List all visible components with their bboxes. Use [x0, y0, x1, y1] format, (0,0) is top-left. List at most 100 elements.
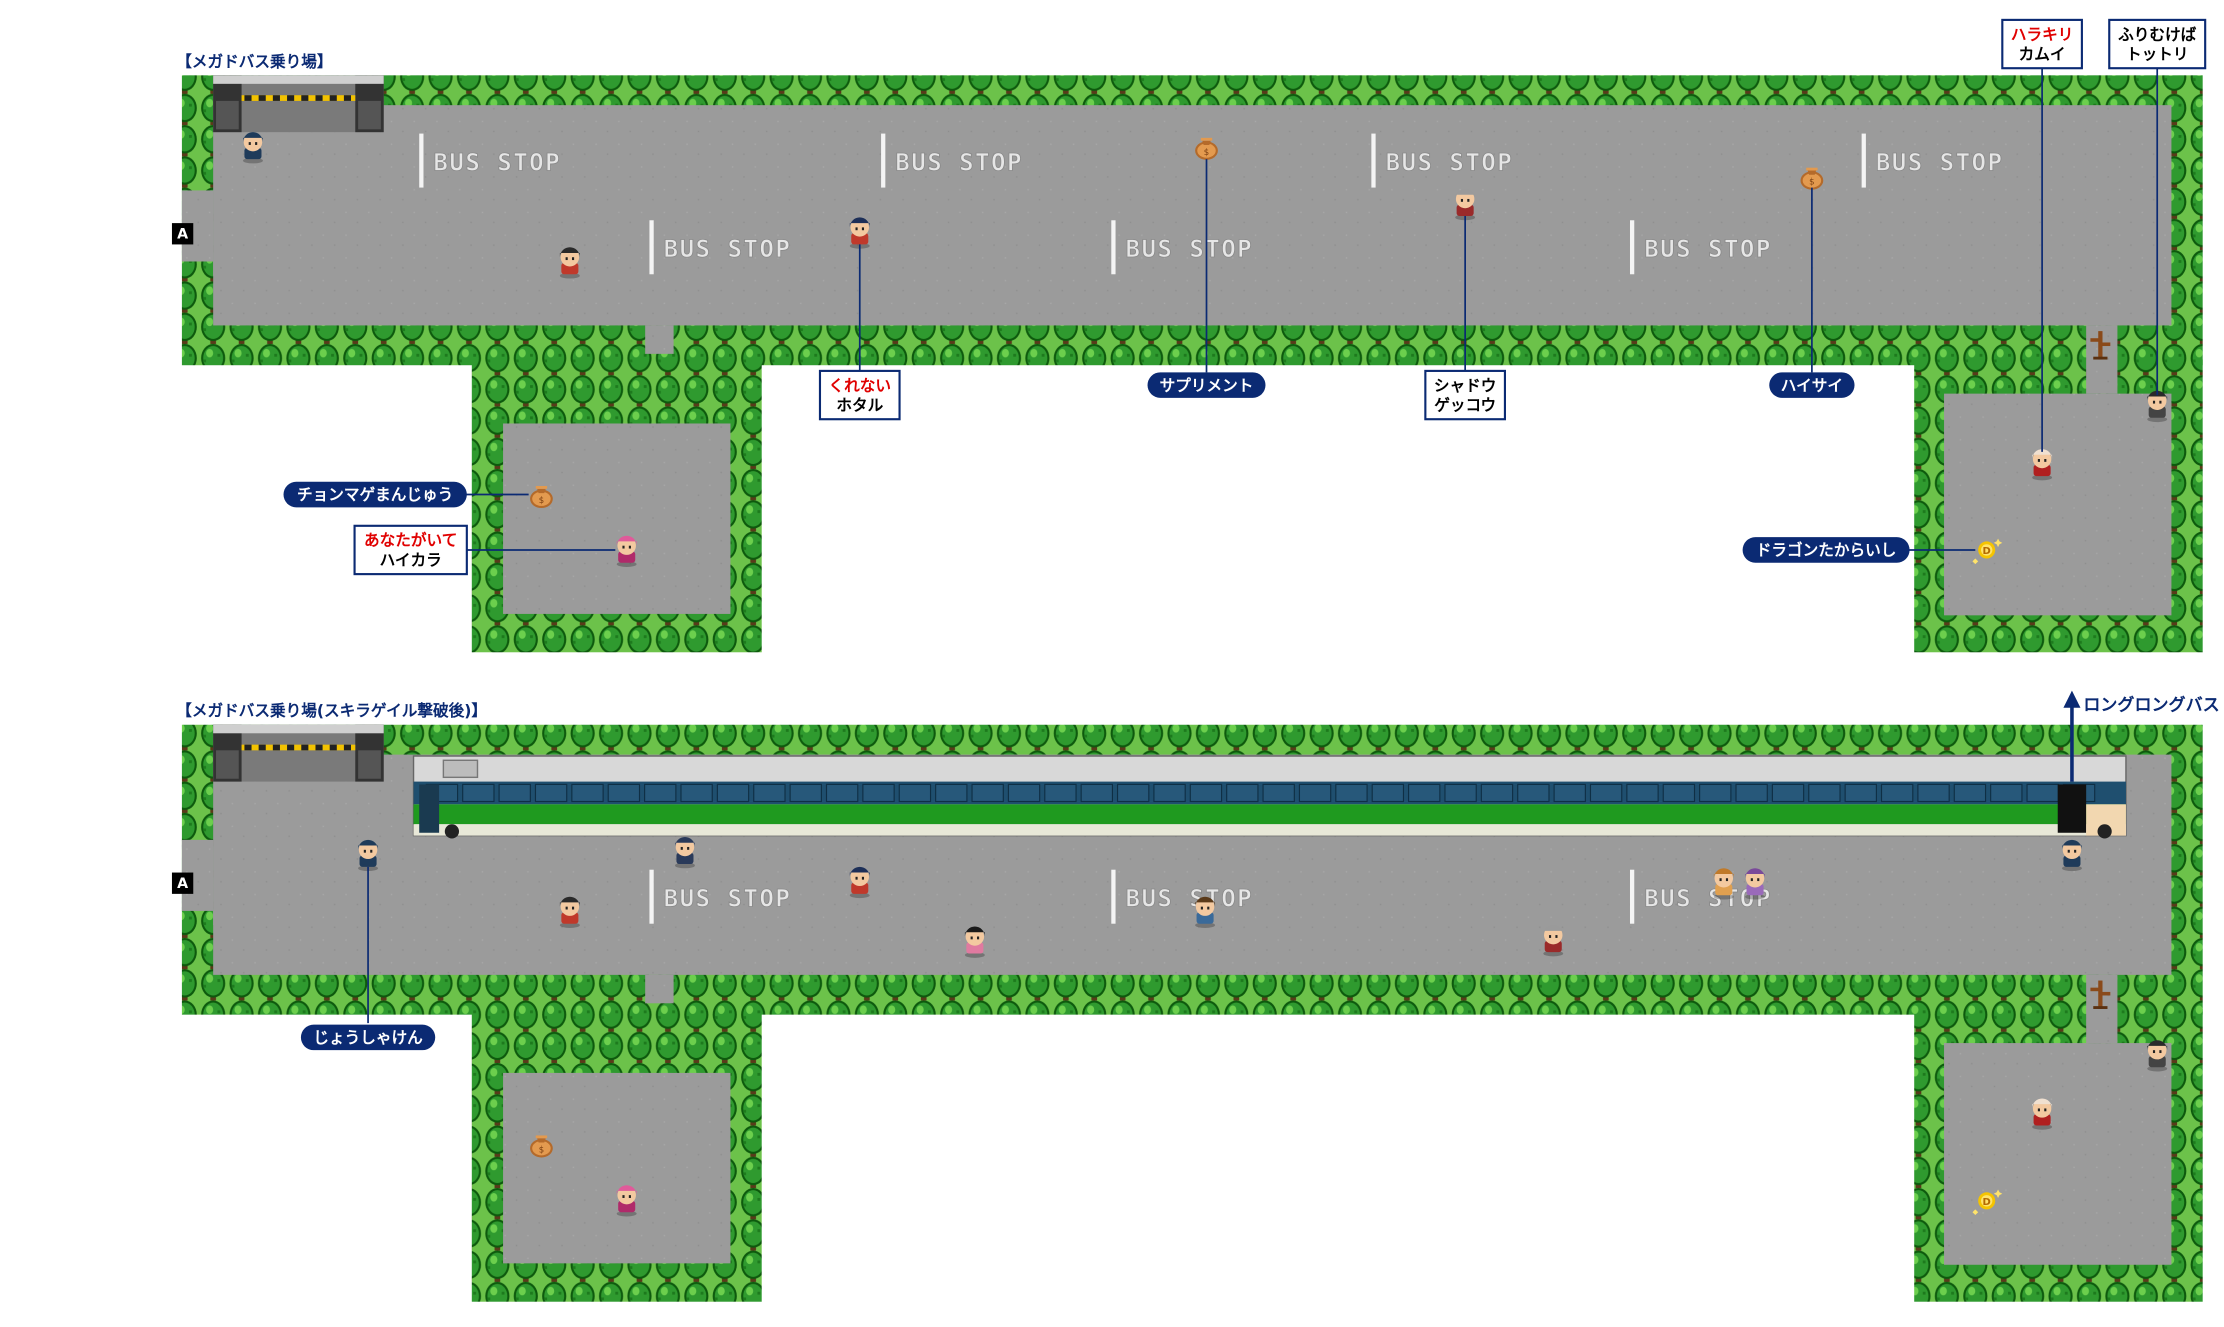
bus-window: [1880, 783, 1914, 803]
bus-window: [1626, 783, 1659, 803]
sprite-eye: [1460, 198, 1464, 202]
npc-sprite-icon[interactable]: [559, 896, 580, 928]
sprite-hair: [559, 896, 580, 907]
bus-stop-label: BUS STOP: [433, 149, 561, 177]
sprite-hair: [2032, 449, 2053, 460]
bus-stop-marking-bar: [649, 220, 654, 275]
npc-sprite-icon[interactable]: [964, 926, 985, 958]
sprite-eye: [1725, 878, 1729, 882]
bus-stop-marking-bar: [1629, 220, 1635, 275]
bus-stop-label: BUS STOP: [664, 235, 792, 263]
sprite-shadow: [243, 157, 263, 164]
sprite-eye: [363, 849, 366, 853]
callout-tottori-box: [2108, 18, 2207, 70]
sprite-eye: [2152, 1050, 2156, 1054]
npc-sprite-icon[interactable]: [616, 1185, 637, 1217]
bus-window: [1298, 783, 1332, 803]
npc-sprite-icon[interactable]: [1455, 189, 1476, 221]
sprite-shadow: [1543, 950, 1564, 957]
bus-window: [1553, 783, 1586, 803]
callout-dragon-text: ドラゴンたからいし: [1756, 541, 1897, 560]
sprite-eye: [1719, 878, 1722, 882]
bus-window: [644, 783, 677, 803]
npc-sprite-icon[interactable]: [358, 839, 379, 872]
sprite-eye: [2037, 459, 2040, 462]
callout-tottori-text: トットリ: [2126, 45, 2189, 64]
npc-sprite-icon[interactable]: [2147, 1040, 2168, 1072]
sprite-eye: [1200, 906, 1203, 910]
bus-icon: [412, 755, 2127, 839]
npc-sprite-icon[interactable]: [616, 535, 637, 568]
sprite-hair: [964, 926, 985, 937]
callout-hotaru-box: [818, 369, 901, 421]
gate-bar-stripe: [272, 744, 280, 751]
sprite-eye: [861, 876, 865, 880]
npc-sprite-icon[interactable]: [1745, 868, 1765, 900]
bus-window: [1953, 783, 1987, 803]
sprite-body: [244, 147, 262, 160]
road-west-exit: [213, 839, 242, 926]
npc-sprite-icon[interactable]: [2032, 1098, 2053, 1130]
road-right-annex: [1944, 393, 2172, 616]
npc-sprite-icon[interactable]: [1713, 868, 1734, 900]
bus-window: [1990, 783, 2023, 803]
bus-rear: [419, 784, 440, 833]
callout-joushaken-pill: [300, 1024, 436, 1051]
npc-sprite-icon[interactable]: [849, 866, 870, 899]
bus-window: [1808, 783, 1841, 803]
callout-manjuu[interactable]: チョンマゲまんじゅう: [283, 481, 467, 508]
npc-sprite-icon[interactable]: [675, 837, 695, 869]
bus-stop-label: BUS STOP: [1644, 235, 1772, 263]
gate-bar-stripe: [287, 744, 295, 751]
sprite-body: [851, 233, 869, 245]
bus-window: [1262, 783, 1295, 803]
gate-door-left: [216, 750, 239, 779]
sprite-shadow: [616, 561, 637, 568]
sprite-shadow: [559, 922, 580, 928]
sprite-body: [561, 912, 579, 924]
tree-cluster: [673, 355, 759, 421]
bus-window: [1226, 783, 1259, 803]
sprite-eye: [861, 227, 865, 231]
callout-joushaken-text: じょうしゃけん: [313, 1028, 423, 1047]
sprite-eye: [370, 849, 373, 853]
callout-supplement[interactable]: サプリメント: [1147, 372, 1266, 398]
npc-sprite-icon[interactable]: [1543, 925, 1564, 957]
gate-bar-stripe: [343, 744, 352, 751]
sprite-eye: [565, 906, 568, 910]
gate-bar-stripe: [287, 95, 295, 101]
callout-dragon[interactable]: ドラゴンたからいし: [1742, 537, 1910, 563]
sprite-eye: [2044, 1108, 2047, 1112]
bus-window: [862, 783, 895, 803]
bus-window: [607, 783, 641, 803]
npc-sprite-icon[interactable]: [849, 217, 870, 249]
sprite-body: [1544, 940, 1562, 953]
gate-door-right: [358, 100, 381, 130]
sprite-body: [1715, 883, 1733, 896]
npc-sprite-icon[interactable]: [2032, 449, 2053, 481]
npc-sprite-icon[interactable]: [559, 247, 580, 279]
bus-window: [1517, 783, 1550, 803]
npc-sprite-icon[interactable]: [243, 132, 263, 164]
callout-haisai[interactable]: ハイサイ: [1769, 372, 1855, 398]
gate-bar-stripe: [258, 95, 266, 101]
npc-sprite-icon[interactable]: [1195, 896, 1216, 928]
npc-sprite-icon[interactable]: [2147, 390, 2168, 423]
road-west-exit: [213, 190, 242, 276]
gate-bar-stripe: [329, 95, 337, 101]
bus-stop-marking-bar: [881, 133, 886, 188]
road-left-annex: [503, 1072, 731, 1264]
sprite-eye: [255, 142, 258, 145]
sprite-hair: [849, 217, 870, 228]
bus-wheel: [444, 824, 460, 839]
callout-joushaken[interactable]: じょうしゃけん: [300, 1024, 436, 1051]
npc-sprite-icon[interactable]: [2062, 839, 2082, 872]
bus-stop-marking-bar: [1861, 133, 1866, 188]
sprite-eye: [1548, 935, 1552, 938]
bus-window: [1371, 783, 1405, 803]
